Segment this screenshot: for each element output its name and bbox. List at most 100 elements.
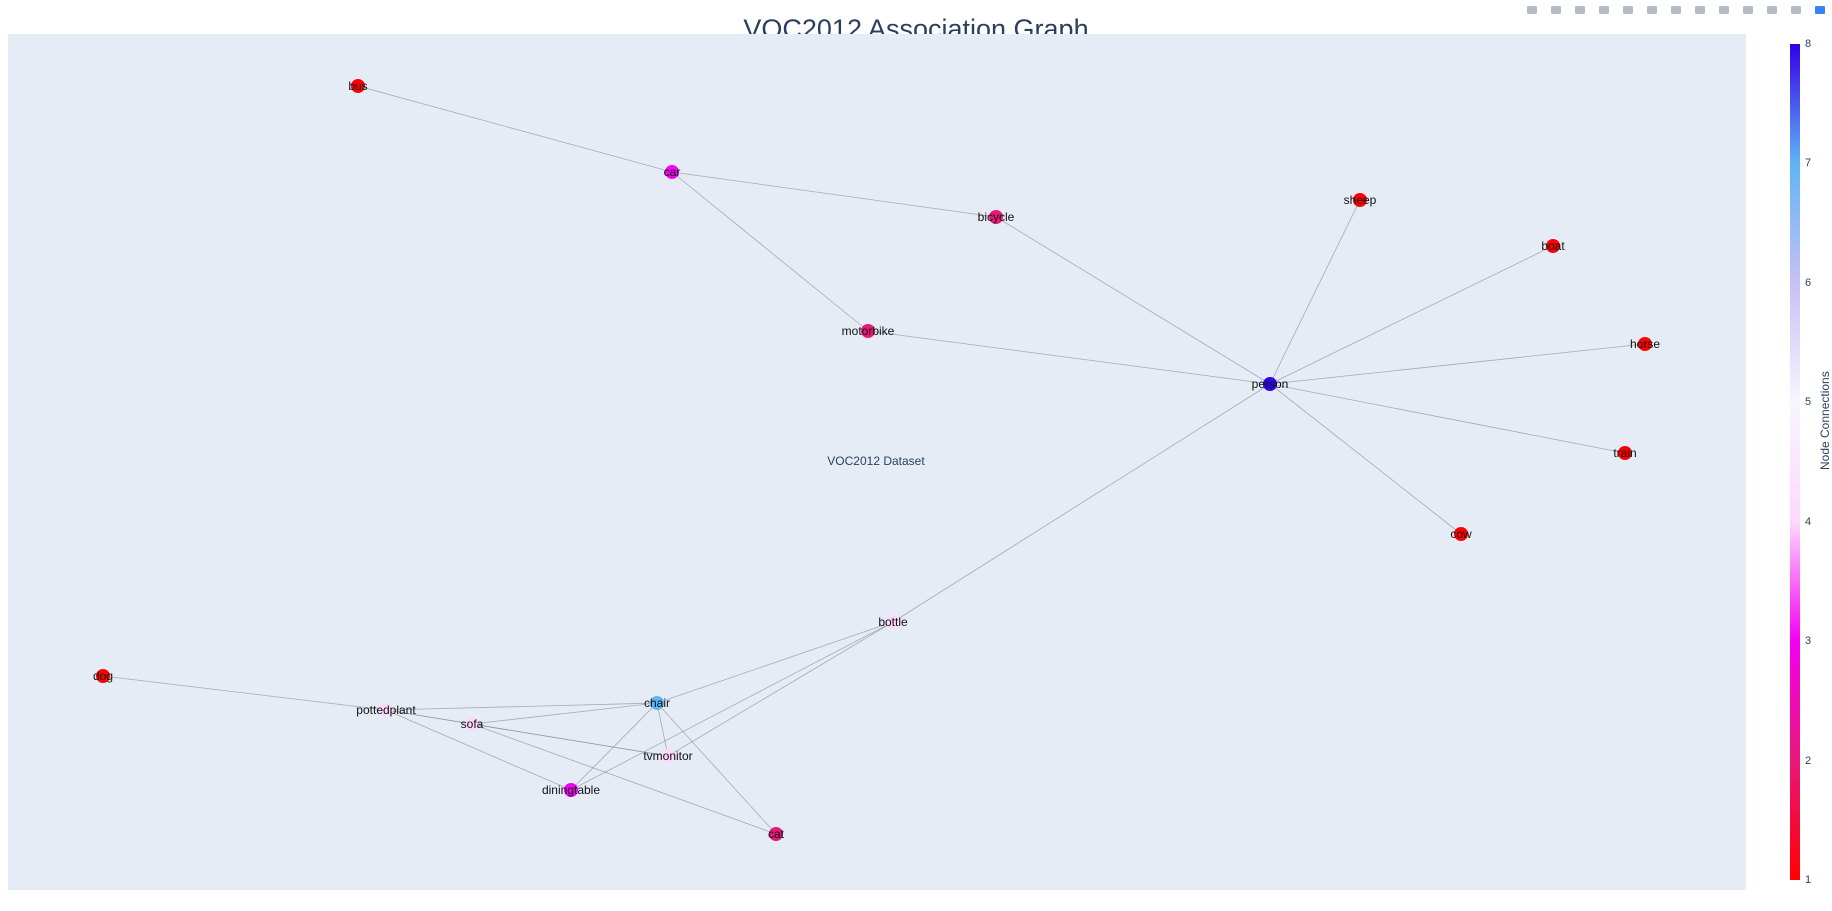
edge-bus-car [357, 85, 673, 173]
node-label-tvmonitor: tvmonitor [643, 749, 692, 763]
node-motorbike[interactable]: motorbike [842, 324, 895, 338]
node-marker-diningtable[interactable] [564, 783, 578, 797]
edge-sofa-cat [471, 723, 777, 835]
node-train[interactable]: train [1613, 446, 1637, 460]
colorbar-tick: 3 [1805, 635, 1812, 648]
node-car[interactable]: car [664, 165, 681, 179]
node-label-sheep: sheep [1344, 193, 1377, 207]
edge-bottle-chair [656, 621, 894, 704]
edge-pottedplant-diningtable [385, 709, 572, 791]
node-label-cat: cat [768, 827, 785, 841]
node-person[interactable]: person [1252, 377, 1289, 391]
edge-person-horse [1269, 343, 1646, 385]
colorbar-tick: 4 [1805, 515, 1812, 528]
node-bicycle[interactable]: bicycle [978, 210, 1015, 224]
reset-axes-icon[interactable] [1716, 2, 1732, 18]
edge-chair-tvmonitor [656, 702, 669, 757]
node-marker-motorbike[interactable] [861, 324, 875, 338]
edge-person-cow [1269, 383, 1462, 535]
node-horse[interactable]: horse [1630, 337, 1660, 351]
spike-lines-icon[interactable] [1740, 2, 1756, 18]
colorbar-tick: 2 [1805, 754, 1812, 767]
modebar [1524, 2, 1828, 18]
node-bottle[interactable]: bottle [878, 615, 908, 629]
edge-motorbike-person [867, 330, 1271, 385]
colorbar-title: Node Connections [1818, 371, 1832, 470]
node-label-pottedplant: pottedplant [356, 703, 416, 717]
edge-sofa-chair [471, 702, 658, 725]
node-diningtable[interactable]: diningtable [542, 783, 600, 797]
node-cow[interactable]: cow [1450, 527, 1472, 541]
hover-closest-icon[interactable] [1764, 2, 1780, 18]
node-bus[interactable]: bus [348, 79, 368, 93]
node-label-person: person [1252, 377, 1289, 391]
node-marker-sofa[interactable] [465, 717, 479, 731]
node-chair[interactable]: chair [644, 696, 670, 710]
box-select-icon[interactable] [1596, 2, 1612, 18]
node-boat[interactable]: boat [1541, 239, 1565, 253]
zoom-out-icon[interactable] [1668, 2, 1684, 18]
dataset-annotation: VOC2012 Dataset [827, 454, 925, 468]
node-marker-car[interactable] [665, 165, 679, 179]
edge-person-train [1269, 383, 1626, 454]
edge-pottedplant-chair [385, 702, 658, 711]
node-marker-bus[interactable] [351, 79, 365, 93]
edge-bicycle-person [995, 216, 1271, 385]
lasso-icon[interactable] [1620, 2, 1636, 18]
node-marker-person[interactable] [1263, 377, 1277, 391]
node-marker-boat[interactable] [1546, 239, 1560, 253]
node-marker-horse[interactable] [1638, 337, 1652, 351]
network-graph[interactable]: bus car bicycle motorbike person sheep boat hor… [8, 34, 1746, 890]
edge-sofa-tvmonitor [471, 723, 669, 757]
node-cat[interactable]: cat [768, 827, 785, 841]
node-marker-bottle[interactable] [886, 615, 900, 629]
autoscale-icon[interactable] [1692, 2, 1708, 18]
edge-chair-cat [656, 702, 777, 835]
colorbar-tick: 1 [1805, 874, 1812, 886]
node-pottedplant[interactable]: pottedplant [356, 703, 416, 717]
node-label-boat: boat [1541, 239, 1565, 253]
edge-person-sheep [1269, 199, 1361, 385]
node-marker-chair[interactable] [650, 696, 664, 710]
zoom-icon[interactable] [1548, 2, 1564, 18]
edge-bottle-diningtable [570, 621, 894, 791]
node-label-chair: chair [644, 696, 670, 710]
pan-icon[interactable] [1572, 2, 1588, 18]
plot-area[interactable]: bus car bicycle motorbike person sheep boat hor… [8, 34, 1746, 890]
node-marker-train[interactable] [1618, 446, 1632, 460]
camera-icon[interactable] [1524, 2, 1540, 18]
plotly-logo-icon[interactable] [1812, 2, 1828, 18]
node-label-bus: bus [348, 79, 367, 93]
colorbar-tick: 7 [1805, 157, 1812, 170]
hover-compare-icon[interactable] [1788, 2, 1804, 18]
node-label-car: car [664, 165, 681, 179]
edge-car-motorbike [671, 171, 869, 332]
node-sheep[interactable]: sheep [1344, 193, 1377, 207]
node-marker-sheep[interactable] [1353, 193, 1367, 207]
node-label-motorbike: motorbike [842, 324, 895, 338]
edge-car-bicycle [671, 171, 997, 218]
nodes-layer: bus car bicycle motorbike person sheep boat hor… [93, 79, 1660, 841]
node-label-horse: horse [1630, 337, 1660, 351]
edge-person-bottle [892, 383, 1271, 623]
node-marker-cow[interactable] [1454, 527, 1468, 541]
node-tvmonitor[interactable]: tvmonitor [643, 749, 693, 763]
node-marker-dog[interactable] [96, 669, 110, 683]
node-dog[interactable]: dog [93, 669, 113, 683]
zoom-in-icon[interactable] [1644, 2, 1660, 18]
node-sofa[interactable]: sofa [461, 717, 484, 731]
node-label-sofa: sofa [461, 717, 484, 731]
node-label-dog: dog [93, 669, 113, 683]
node-label-train: train [1613, 446, 1636, 460]
colorbar-tick: 6 [1805, 276, 1812, 289]
colorbar [1790, 44, 1800, 880]
node-label-bicycle: bicycle [978, 210, 1015, 224]
edge-person-boat [1269, 245, 1554, 385]
node-marker-bicycle[interactable] [989, 210, 1003, 224]
node-marker-cat[interactable] [769, 827, 783, 841]
colorbar-tick: 5 [1805, 396, 1812, 409]
edge-chair-diningtable [570, 702, 658, 791]
node-marker-pottedplant[interactable] [379, 703, 393, 717]
node-marker-tvmonitor[interactable] [661, 749, 675, 763]
edge-bottle-tvmonitor [667, 621, 894, 757]
